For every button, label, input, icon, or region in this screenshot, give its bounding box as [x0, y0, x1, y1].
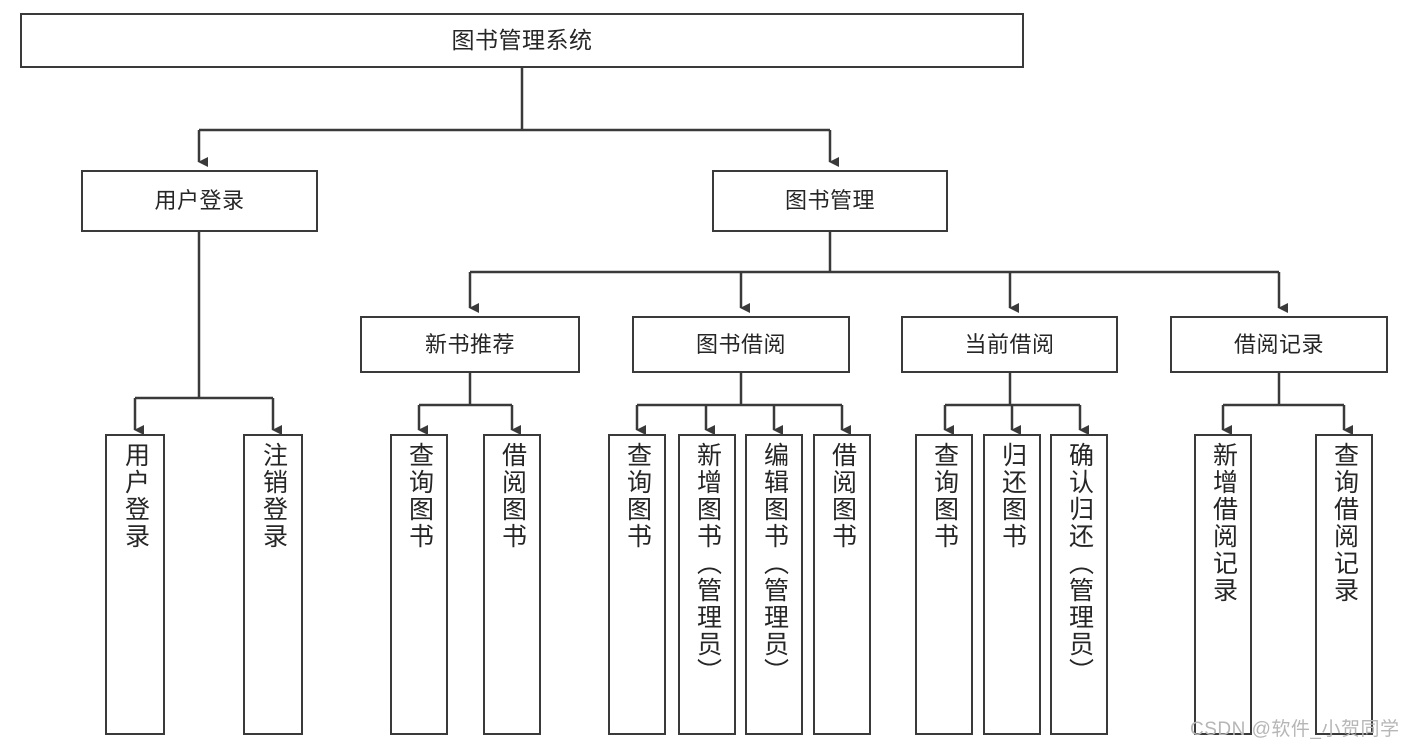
node-label: 图书管理系统 — [451, 27, 593, 54]
node-user-login[interactable]: 用户登录 — [81, 170, 318, 232]
node-label: 新增借阅记录 — [1209, 442, 1238, 604]
leaf-borrow-record-query-record[interactable]: 查询借阅记录 — [1315, 434, 1373, 735]
leaf-book-borrow-add-book-admin[interactable]: 新增图书（管理员） — [678, 434, 736, 735]
leaf-borrow-record-add-record[interactable]: 新增借阅记录 — [1194, 434, 1252, 735]
node-label: 借阅记录 — [1233, 331, 1324, 357]
node-label: 查询图书 — [405, 442, 434, 550]
node-new-book-recommend[interactable]: 新书推荐 — [360, 316, 580, 373]
node-label: 借阅图书 — [498, 442, 527, 550]
node-label: 查询借阅记录 — [1330, 442, 1359, 604]
leaf-user-login-logout[interactable]: 注销登录 — [243, 434, 303, 735]
node-book-management-system[interactable]: 图书管理系统 — [20, 13, 1024, 68]
node-label: 查询图书 — [930, 442, 959, 550]
node-label: 新书推荐 — [424, 331, 515, 357]
node-label: 图书借阅 — [695, 331, 786, 357]
leaf-new-book-query-book[interactable]: 查询图书 — [390, 434, 448, 735]
node-label: 确认归还（管理员） — [1065, 442, 1094, 685]
leaf-book-borrow-query-book[interactable]: 查询图书 — [608, 434, 666, 735]
node-label: 用户登录 — [154, 188, 245, 214]
leaf-current-borrow-confirm-return-admin[interactable]: 确认归还（管理员） — [1050, 434, 1108, 735]
node-label: 查询图书 — [623, 442, 652, 550]
node-book-borrow[interactable]: 图书借阅 — [632, 316, 850, 373]
node-label: 当前借阅 — [964, 331, 1055, 357]
watermark-text: CSDN @软件_小贺同学 — [1190, 719, 1400, 740]
node-label: 图书管理 — [784, 188, 875, 214]
node-label: 编辑图书（管理员） — [760, 442, 789, 685]
leaf-user-login-login[interactable]: 用户登录 — [105, 434, 165, 735]
leaf-current-borrow-query-book[interactable]: 查询图书 — [915, 434, 973, 735]
leaf-book-borrow-edit-book-admin[interactable]: 编辑图书（管理员） — [745, 434, 803, 735]
node-label: 用户登录 — [121, 442, 150, 550]
node-current-borrow[interactable]: 当前借阅 — [901, 316, 1118, 373]
node-borrow-record[interactable]: 借阅记录 — [1170, 316, 1388, 373]
leaf-book-borrow-borrow-book[interactable]: 借阅图书 — [813, 434, 871, 735]
node-label: 注销登录 — [259, 442, 288, 550]
node-label: 归还图书 — [998, 442, 1027, 550]
node-label: 新增图书（管理员） — [693, 442, 722, 685]
node-book-management[interactable]: 图书管理 — [712, 170, 948, 232]
leaf-current-borrow-return-book[interactable]: 归还图书 — [983, 434, 1041, 735]
leaf-new-book-borrow-book[interactable]: 借阅图书 — [483, 434, 541, 735]
node-label: 借阅图书 — [828, 442, 857, 550]
